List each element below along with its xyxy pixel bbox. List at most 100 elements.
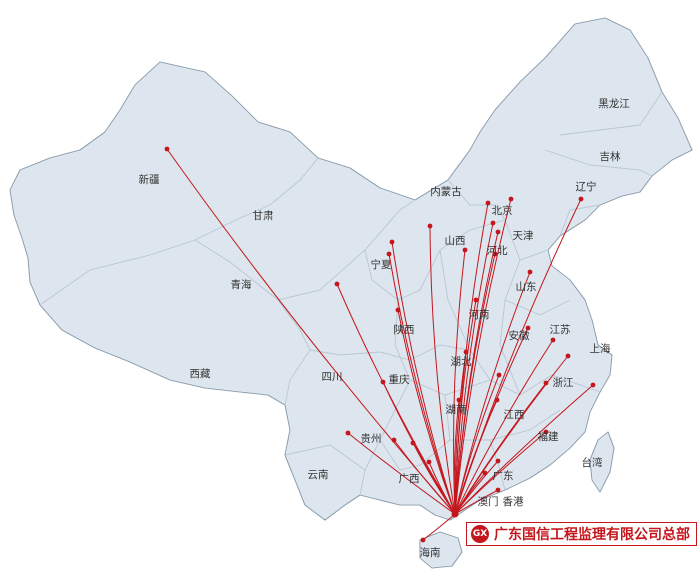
- province-label-chongqing: 重庆: [389, 373, 410, 386]
- company-seal-icon: GX: [471, 525, 489, 543]
- province-label-guangdong: 广东: [493, 469, 514, 482]
- route-line: [388, 253, 456, 515]
- province-divisions: [39, 91, 663, 496]
- destination-dot: [410, 440, 416, 446]
- mainland-border: [9, 17, 693, 521]
- route-line: [454, 399, 498, 515]
- hainan-border: [419, 531, 463, 569]
- destination-dot: [485, 200, 491, 206]
- route-line: [454, 382, 547, 515]
- destination-dot: [492, 251, 498, 257]
- destination-dot: [525, 325, 531, 331]
- route-line: [347, 432, 456, 515]
- destination-dot: [427, 223, 433, 229]
- destination-dot: [164, 146, 170, 152]
- province-label-shaanxi: 陕西: [394, 323, 415, 336]
- destination-dot: [590, 382, 596, 388]
- destination-dot: [490, 220, 496, 226]
- province-label-tianjin: 天津: [513, 230, 534, 242]
- province-label-guizhou: 贵州: [361, 432, 382, 445]
- route-line: [428, 461, 456, 515]
- route-line: [453, 399, 460, 515]
- route-line: [393, 439, 456, 515]
- destination-dot: [391, 437, 397, 443]
- province-label-beijing: 北京: [492, 204, 513, 217]
- destination-dot: [380, 379, 386, 385]
- province-label-anhui: 安徽: [509, 329, 530, 342]
- mainland-shape: [9, 17, 693, 521]
- destination-dot: [386, 251, 392, 257]
- destination-dot: [389, 239, 395, 245]
- destination-dot: [565, 353, 571, 359]
- route-line: [454, 431, 547, 515]
- destination-dot: [456, 397, 462, 403]
- province-labels: 新疆西藏青海甘肃内蒙古黑龙江吉林辽宁北京天津河北山西宁夏陕西山东河南江苏安徽上海…: [139, 97, 631, 559]
- province-label-taiwan: 台湾: [582, 456, 603, 469]
- province-label-hunan: 湖南: [446, 403, 467, 416]
- province-label-hubei: 湖北: [451, 356, 472, 368]
- headquarters-name: 广东国信工程监理有限公司总部: [494, 527, 690, 543]
- destination-dot: [496, 372, 502, 378]
- destination-dot: [543, 380, 549, 386]
- destination-dot: [482, 470, 488, 476]
- route-line: [454, 351, 467, 515]
- province-label-xianggang: 香港: [503, 496, 524, 508]
- route-line: [397, 309, 456, 515]
- province-label-jilin: 吉林: [600, 150, 621, 163]
- destination-dot: [420, 537, 426, 543]
- destination-dot: [473, 297, 479, 303]
- province-label-guangxi: 广西: [399, 473, 420, 485]
- route-points: [164, 146, 596, 543]
- destination-dot: [578, 196, 584, 202]
- province-label-xizang: 西藏: [190, 368, 211, 380]
- destination-dot: [495, 458, 501, 464]
- route-line: [454, 374, 500, 515]
- province-label-jiangsu: 江苏: [550, 323, 571, 336]
- destination-dot: [508, 196, 514, 202]
- destination-dot: [334, 281, 340, 287]
- route-line: [429, 225, 456, 515]
- headquarters-dot: [451, 510, 459, 518]
- route-line: [454, 299, 477, 515]
- route-line: [454, 489, 499, 515]
- province-label-yunnan: 云南: [308, 468, 329, 481]
- destination-dot: [345, 430, 351, 436]
- route-line: [454, 472, 486, 515]
- route-line: [391, 241, 456, 515]
- headquarters-label: GX 广东国信工程监理有限公司总部: [466, 522, 697, 546]
- province-label-qinghai: 青海: [231, 278, 252, 291]
- province-label-zhejiang: 浙江: [553, 377, 574, 389]
- route-line: [382, 381, 456, 515]
- destination-dot: [395, 307, 401, 313]
- route-line: [454, 253, 496, 515]
- taiwan-border: [589, 431, 615, 493]
- destination-dot: [495, 487, 501, 493]
- province-label-neimenggu: 内蒙古: [430, 185, 462, 198]
- province-label-aomen: 澳门: [478, 495, 499, 508]
- province-label-heilongjiang: 黑龙江: [598, 97, 630, 110]
- route-line: [454, 198, 512, 515]
- province-label-fujian: 福建: [538, 430, 559, 443]
- destination-dot: [463, 349, 469, 355]
- province-label-ningxia: 宁夏: [371, 258, 392, 271]
- province-label-shanxi: 山西: [445, 235, 466, 247]
- destination-dot: [495, 229, 501, 235]
- province-label-liaoning: 辽宁: [576, 180, 597, 193]
- destination-dot: [426, 459, 432, 465]
- province-label-xinjiang: 新疆: [139, 173, 160, 186]
- destination-dot: [543, 429, 549, 435]
- province-label-shandong: 山东: [516, 280, 537, 293]
- destination-dot: [494, 397, 500, 403]
- province-label-hebei: 河北: [487, 245, 508, 257]
- route-line: [454, 339, 554, 515]
- province-label-henan: 河南: [469, 308, 490, 321]
- destination-dot: [527, 269, 533, 275]
- province-label-hainan: 海南: [420, 546, 441, 559]
- province-label-gansu: 甘肃: [253, 209, 274, 222]
- route-line: [412, 442, 456, 515]
- province-label-jiangxi: 江西: [504, 409, 525, 421]
- destination-dot: [550, 337, 556, 343]
- route-line: [454, 222, 494, 515]
- destination-dot: [462, 247, 468, 253]
